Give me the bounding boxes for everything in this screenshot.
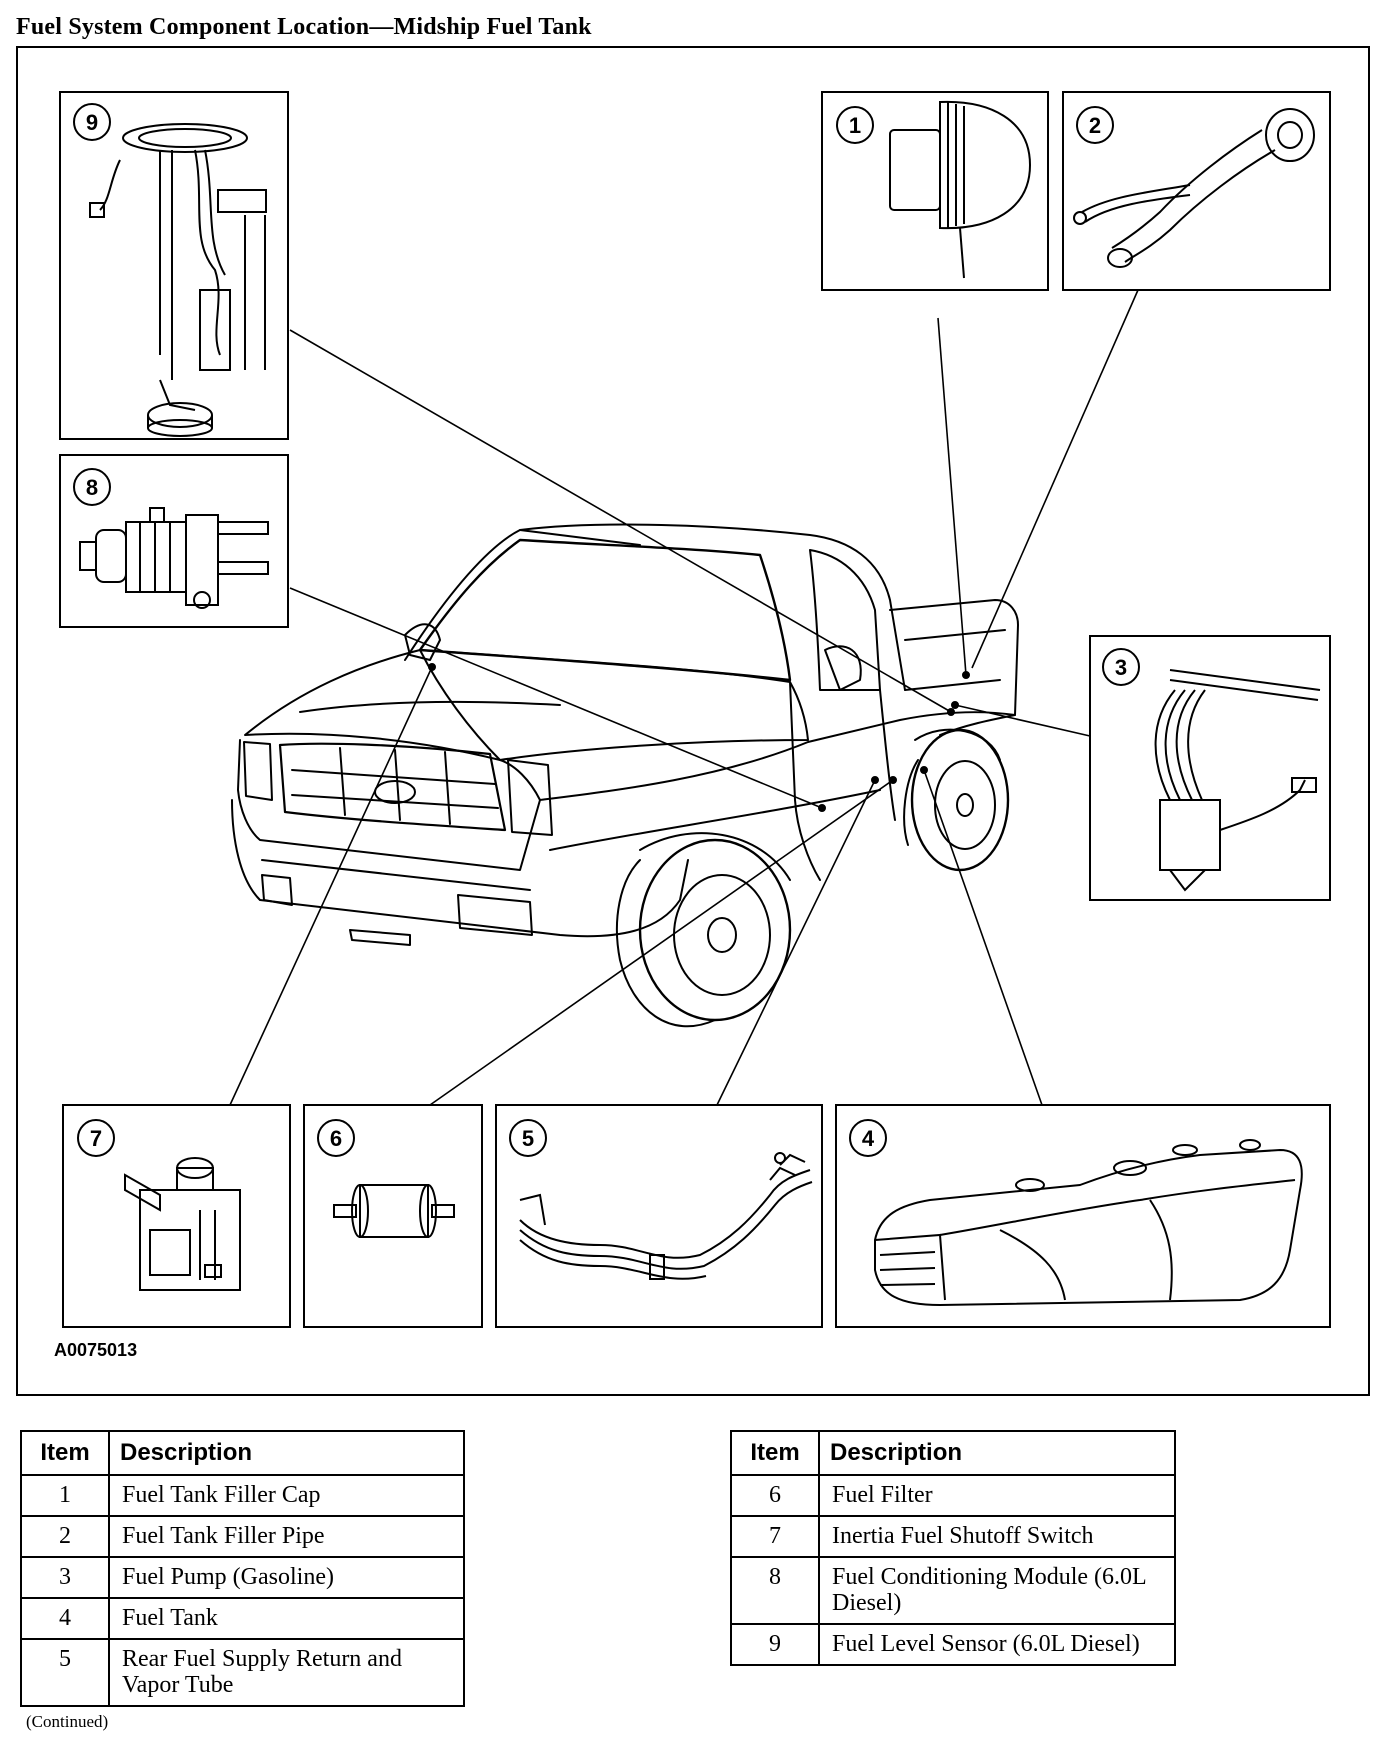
- item-description: Inertia Fuel Shutoff Switch: [818, 1515, 1176, 1558]
- leader-lines: [229, 289, 1139, 1106]
- figure-code: A0075013: [54, 1340, 138, 1360]
- item-description: Rear Fuel Supply Return and Vapor Tube: [108, 1638, 465, 1707]
- table-row: 2 Fuel Tank Filler Pipe: [20, 1515, 465, 1558]
- figure-frame: [16, 46, 1370, 1396]
- table-row: 3 Fuel Pump (Gasoline): [20, 1556, 465, 1599]
- component-location-diagram: 9 8 1: [59, 91, 1331, 1328]
- item-number: 9: [730, 1622, 820, 1666]
- table-row: 8 Fuel Conditioning Module (6.0L Diesel): [730, 1556, 1176, 1625]
- table-row: 9 Fuel Level Sensor (6.0L Diesel): [730, 1622, 1176, 1666]
- table-row: 6 Fuel Filter: [730, 1474, 1176, 1517]
- item-number: 7: [730, 1515, 820, 1558]
- item-number: 5: [20, 1638, 110, 1707]
- item-description: Fuel Conditioning Module (6.0L Diesel): [818, 1556, 1176, 1625]
- panel-8-fuel-conditioning-module: 8: [59, 454, 289, 628]
- column-header-item: Item: [730, 1430, 820, 1476]
- item-description: Fuel Level Sensor (6.0L Diesel): [818, 1622, 1176, 1666]
- legend-table-left: Item Description 1 Fuel Tank Filler Cap …: [20, 1430, 465, 1707]
- panel-6-fuel-filter: 6: [303, 1104, 483, 1328]
- callout-4: 4: [862, 1126, 875, 1151]
- callout-3: 3: [1115, 655, 1127, 680]
- page-title: Fuel System Component Location—Midship F…: [16, 14, 592, 40]
- table-header-row: Item Description: [20, 1430, 465, 1476]
- callout-1: 1: [849, 113, 861, 138]
- item-number: 6: [730, 1474, 820, 1517]
- table-row: 5 Rear Fuel Supply Return and Vapor Tube: [20, 1638, 465, 1707]
- column-header-description: Description: [818, 1430, 1176, 1476]
- item-description: Fuel Tank Filler Pipe: [108, 1515, 465, 1558]
- callout-9: 9: [86, 110, 98, 135]
- callout-8: 8: [86, 475, 98, 500]
- table-row: 1 Fuel Tank Filler Cap: [20, 1474, 465, 1517]
- item-description: Fuel Pump (Gasoline): [108, 1556, 465, 1599]
- table-header-row: Item Description: [730, 1430, 1176, 1476]
- item-number: 4: [20, 1597, 110, 1640]
- pickup-truck-illustration: [231, 523, 1019, 1028]
- callout-6: 6: [330, 1126, 342, 1151]
- column-header-item: Item: [20, 1430, 110, 1476]
- item-description: Fuel Tank: [108, 1597, 465, 1640]
- panel-9-fuel-level-sensor: 9: [59, 91, 289, 440]
- callout-5: 5: [522, 1126, 534, 1151]
- item-number: 3: [20, 1556, 110, 1599]
- legend-table-right: Item Description 6 Fuel Filter 7 Inertia…: [730, 1430, 1176, 1666]
- panel-3-fuel-pump-gasoline: 3: [1089, 635, 1331, 901]
- callout-2: 2: [1089, 113, 1101, 138]
- item-number: 8: [730, 1556, 820, 1625]
- panel-5-rear-fuel-supply-return-vapor-tube: 5: [495, 1104, 823, 1328]
- panel-4-fuel-tank: 4: [835, 1104, 1331, 1328]
- item-description: Fuel Filter: [818, 1474, 1176, 1517]
- panel-7-inertia-fuel-shutoff-switch: 7: [62, 1104, 291, 1328]
- item-number: 1: [20, 1474, 110, 1517]
- continued-note: (Continued): [26, 1712, 109, 1731]
- callout-7: 7: [90, 1126, 102, 1151]
- panel-2-fuel-tank-filler-pipe: 2: [1062, 91, 1331, 291]
- table-row: 7 Inertia Fuel Shutoff Switch: [730, 1515, 1176, 1558]
- column-header-description: Description: [108, 1430, 465, 1476]
- panel-1-fuel-tank-filler-cap: 1: [821, 91, 1049, 291]
- item-description: Fuel Tank Filler Cap: [108, 1474, 465, 1517]
- item-number: 2: [20, 1515, 110, 1558]
- table-row: 4 Fuel Tank: [20, 1597, 465, 1640]
